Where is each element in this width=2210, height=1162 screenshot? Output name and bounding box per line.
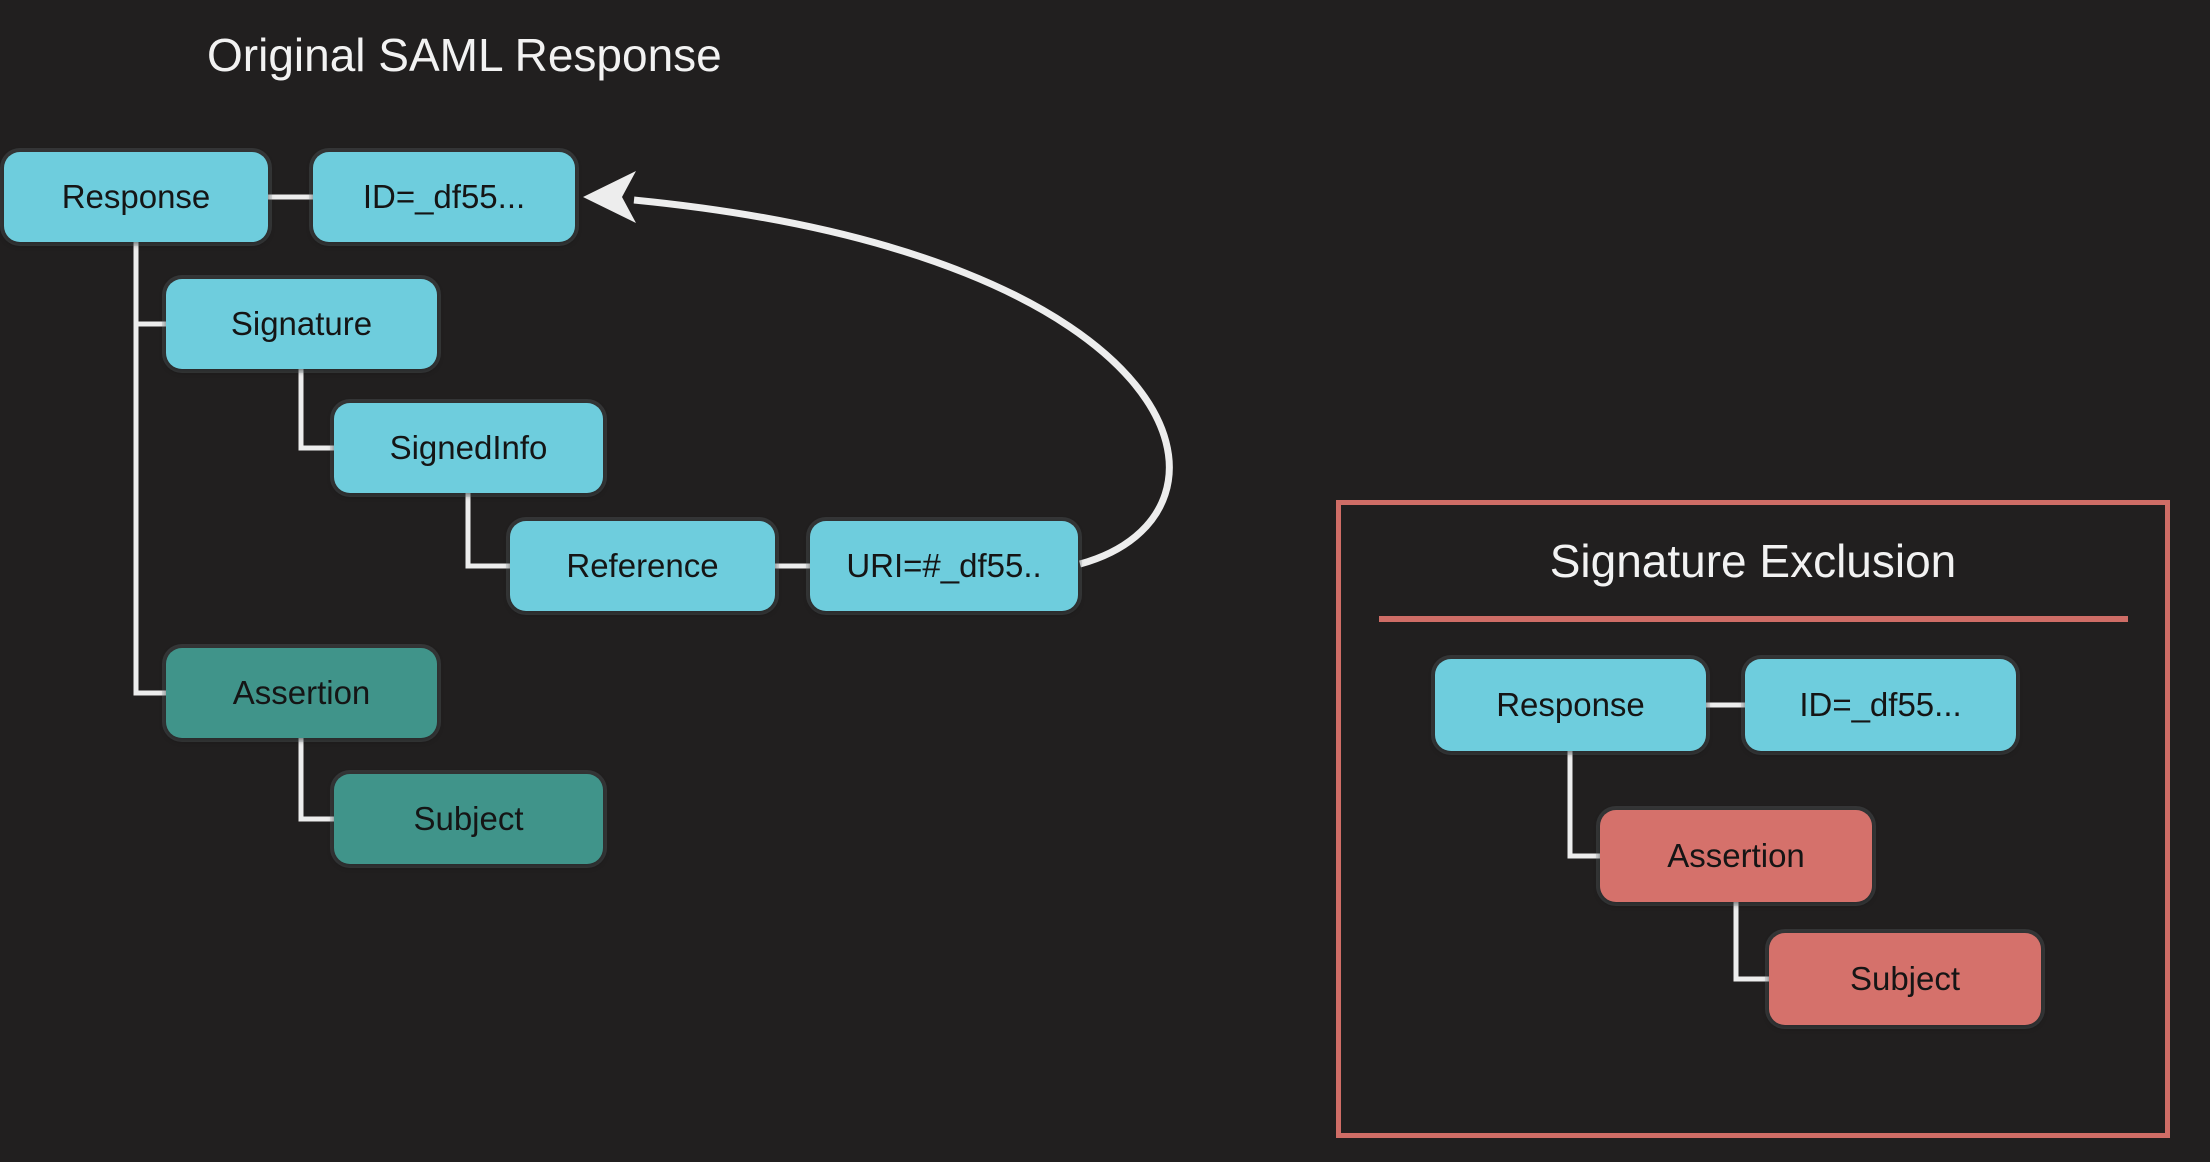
node-reference-label: Reference — [566, 547, 719, 584]
connector-assertion-subject — [298, 738, 334, 822]
panel-node-subject-label: Subject — [1849, 960, 1961, 997]
uri-to-id-reference-curve — [633, 196, 1173, 568]
panel-node-subject: Subject — [1769, 933, 2041, 1025]
connector-signature-signedinfo — [298, 369, 334, 451]
panel-connector-response-assertion — [1567, 751, 1600, 859]
node-uri-attribute: URI=#_df55.. — [810, 521, 1078, 611]
node-id-attribute: ID=_df55... — [313, 152, 575, 242]
panel-node-id-attribute-label: ID=_df55... — [1799, 686, 1962, 723]
node-assertion: Assertion — [166, 648, 437, 738]
original-tree-title: Original SAML Response — [207, 29, 722, 81]
panel-node-response: Response — [1435, 659, 1706, 751]
panel-node-response-label: Response — [1496, 686, 1645, 723]
node-subject: Subject — [334, 774, 603, 864]
uri-to-id-arrowhead-icon — [583, 171, 636, 223]
node-response: Response — [4, 152, 268, 242]
node-reference: Reference — [510, 521, 775, 611]
signature-exclusion-title-underline — [1379, 616, 2128, 622]
node-signature: Signature — [166, 279, 437, 369]
node-id-attribute-label: ID=_df55... — [362, 178, 526, 215]
node-response-label: Response — [61, 178, 211, 215]
node-signature-label: Signature — [230, 305, 373, 342]
node-subject-label: Subject — [413, 800, 524, 837]
node-uri-attribute-label: URI=#_df55.. — [846, 547, 1042, 584]
node-signedinfo-label: SignedInfo — [389, 429, 548, 466]
panel-node-assertion-label: Assertion — [1667, 837, 1805, 874]
panel-node-assertion: Assertion — [1600, 810, 1872, 902]
panel-connector-assertion-subject — [1733, 902, 1769, 982]
connector-signedinfo-reference — [465, 493, 510, 569]
signature-exclusion-title: Signature Exclusion — [1549, 535, 1957, 587]
panel-node-id-attribute: ID=_df55... — [1745, 659, 2016, 751]
connector-response-trunk — [133, 242, 166, 696]
signature-exclusion-panel — [1336, 500, 2170, 1138]
node-signedinfo: SignedInfo — [334, 403, 603, 493]
node-assertion-label: Assertion — [232, 674, 371, 711]
